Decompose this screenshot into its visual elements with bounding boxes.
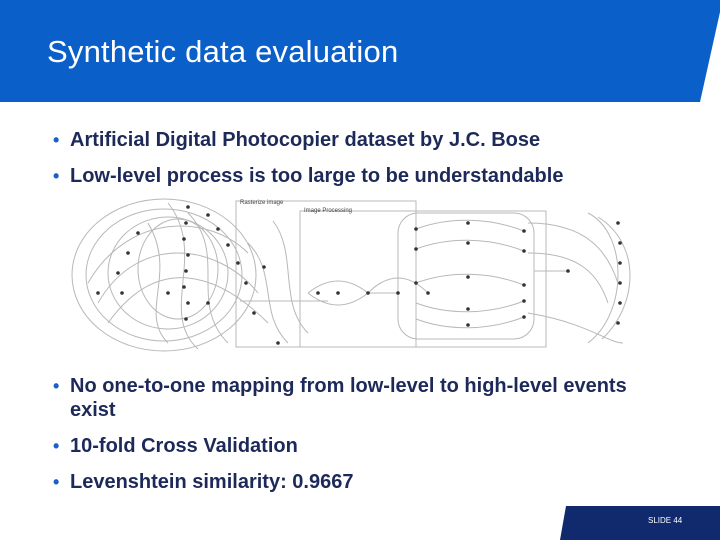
bullet-item: • No one-to-one mapping from low-level t…: [53, 374, 693, 422]
bullet-dot: •: [53, 166, 60, 186]
bullet-dot: •: [53, 376, 60, 396]
bullet-item: • Low-level process is too large to be u…: [53, 164, 563, 188]
process-model-diagram: Rasterize image Image Processing: [71, 198, 631, 352]
bullet-item: • 10-fold Cross Validation: [53, 434, 298, 458]
bullet-dot: •: [53, 436, 60, 456]
bullet-item: • Levenshtein similarity: 0.9667: [53, 470, 353, 494]
slide-header: Synthetic data evaluation: [0, 0, 720, 102]
slide-title: Synthetic data evaluation: [47, 34, 399, 69]
bullet-dot: •: [53, 472, 60, 492]
bullet-item: • Artificial Digital Photocopier dataset…: [53, 128, 540, 152]
bullet-text: Levenshtein similarity: 0.9667: [70, 471, 354, 493]
bullet-text: 10-fold Cross Validation: [70, 435, 298, 457]
bullet-text: Low-level process is too large to be und…: [70, 165, 564, 187]
bullet-dot: •: [53, 130, 60, 150]
header-band: [0, 0, 720, 102]
diagram-label: Rasterize image: [240, 200, 284, 206]
bullet-text: Artificial Digital Photocopier dataset b…: [70, 129, 541, 151]
diagram-label: Image Processing: [304, 208, 352, 214]
slide-number: SLIDE 44: [648, 516, 683, 525]
bullet-text: No one-to-one mapping from low-level to …: [70, 375, 627, 421]
